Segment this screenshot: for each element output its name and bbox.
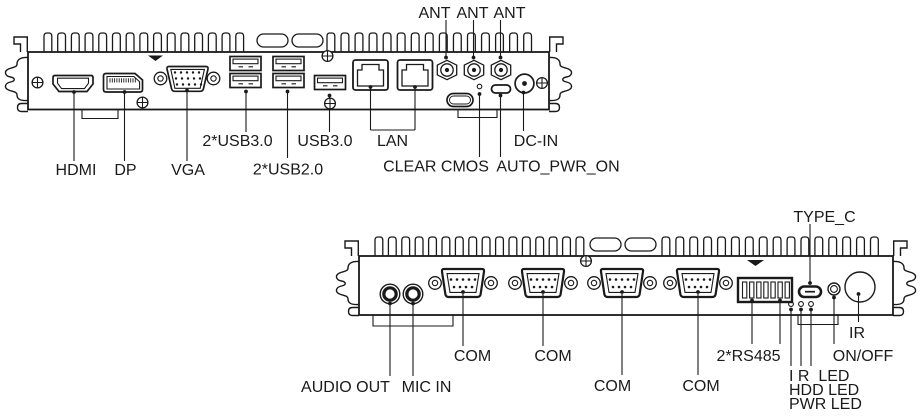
rs485-terminal bbox=[736, 276, 794, 304]
heatsink-handle-slot bbox=[589, 237, 622, 252]
label-ir-led: I R LED bbox=[789, 368, 849, 385]
mount-ear bbox=[892, 260, 917, 317]
bottom-panel-body bbox=[358, 255, 894, 316]
label-lan: LAN bbox=[377, 133, 408, 150]
ant-connector-1 bbox=[436, 59, 458, 81]
triangle-marker bbox=[148, 55, 163, 61]
dp-port bbox=[102, 72, 144, 93]
on-off-button bbox=[827, 282, 841, 296]
heatsink-fins-top-right bbox=[326, 32, 533, 52]
usb3-port-2 bbox=[229, 72, 262, 89]
mount-tab bbox=[893, 240, 908, 257]
hdmi-port bbox=[52, 74, 94, 93]
label-com-3: COM bbox=[594, 378, 631, 395]
screw bbox=[579, 254, 593, 268]
mount-tab bbox=[549, 36, 564, 53]
label-rs485: 2*RS485 bbox=[716, 348, 780, 365]
ant-connector-2 bbox=[463, 59, 485, 81]
auto-pwr-on-switch bbox=[490, 84, 512, 94]
usb3-port-1 bbox=[229, 55, 262, 72]
label-ant-2: ANT bbox=[457, 5, 489, 22]
chassis-bottom bbox=[335, 236, 917, 327]
oval-cutout bbox=[446, 92, 474, 108]
screw bbox=[321, 49, 334, 63]
mount-ear bbox=[335, 260, 360, 317]
audio-out-jack bbox=[378, 282, 402, 306]
dc-in-jack bbox=[514, 73, 535, 94]
leader-dots-top bbox=[72, 55, 526, 98]
label-pwr-led: PWR LED bbox=[789, 396, 862, 413]
screw bbox=[535, 76, 549, 90]
mount-ear bbox=[548, 56, 573, 113]
label-usb3-single: USB3.0 bbox=[297, 133, 352, 150]
bottom-panel-ports bbox=[378, 269, 876, 307]
heatsink-handle-slot bbox=[256, 33, 289, 48]
chassis-foot bbox=[372, 315, 839, 327]
label-dc-in: DC-IN bbox=[514, 133, 558, 150]
label-ir: IR bbox=[849, 325, 865, 342]
heatsink-fins-top-left bbox=[43, 32, 245, 52]
label-type-c: TYPE_C bbox=[793, 209, 855, 226]
top-panel-ports bbox=[31, 49, 549, 109]
chassis-foot bbox=[81, 109, 498, 120]
label-audio-out: AUDIO OUT bbox=[301, 379, 390, 396]
mount-tab bbox=[344, 240, 359, 257]
label-com-1: COM bbox=[454, 348, 491, 365]
ant-connector-3 bbox=[490, 59, 512, 81]
label-hdd-led: HDD LED bbox=[789, 382, 859, 399]
leader-lines-bottom bbox=[389, 224, 860, 376]
label-mic-in: MIC IN bbox=[402, 379, 452, 396]
heatsink-handle-slot bbox=[291, 33, 324, 48]
usb2-port-2 bbox=[272, 72, 305, 89]
type-c-port bbox=[797, 285, 823, 299]
label-dp: DP bbox=[114, 162, 136, 179]
screw bbox=[323, 97, 337, 110]
leader-dots-bottom bbox=[388, 281, 861, 312]
top-panel-body bbox=[27, 51, 550, 111]
label-usb3-pair: 2*USB3.0 bbox=[202, 133, 272, 150]
label-hdmi: HDMI bbox=[56, 162, 97, 179]
mic-in-jack bbox=[401, 282, 425, 306]
label-on-off: ON/OFF bbox=[833, 348, 894, 365]
label-ant-1: ANT bbox=[419, 5, 451, 22]
label-com-2: COM bbox=[534, 348, 571, 365]
heatsink-fins-bottom-left bbox=[374, 236, 585, 256]
label-ant-3: ANT bbox=[494, 5, 526, 22]
hdd-led-indicator bbox=[798, 301, 804, 307]
ir-receiver bbox=[844, 271, 876, 303]
chassis-top bbox=[4, 32, 573, 120]
clear-cmos-hole bbox=[476, 83, 483, 90]
screw bbox=[136, 96, 149, 109]
heatsink-handle-slot bbox=[624, 237, 657, 252]
pwr-led-indicator bbox=[808, 301, 814, 307]
vga-port bbox=[153, 65, 221, 93]
mount-ear bbox=[4, 56, 29, 113]
label-usb2-pair: 2*USB2.0 bbox=[253, 162, 323, 179]
label-auto-pwr-on: AUTO_PWR_ON bbox=[496, 159, 619, 176]
ir-led-indicator bbox=[788, 301, 794, 307]
triangle-marker bbox=[747, 260, 764, 266]
usb2-port-1 bbox=[272, 55, 305, 72]
usb3-single-port bbox=[313, 74, 347, 91]
label-clear-cmos: CLEAR CMOS bbox=[383, 159, 489, 176]
screw bbox=[31, 76, 44, 89]
leader-lines-top bbox=[73, 20, 525, 161]
label-vga: VGA bbox=[171, 162, 205, 179]
label-com-4: COM bbox=[682, 378, 719, 395]
mount-tab bbox=[13, 36, 29, 53]
heatsink-fins-bottom-right bbox=[661, 236, 879, 256]
